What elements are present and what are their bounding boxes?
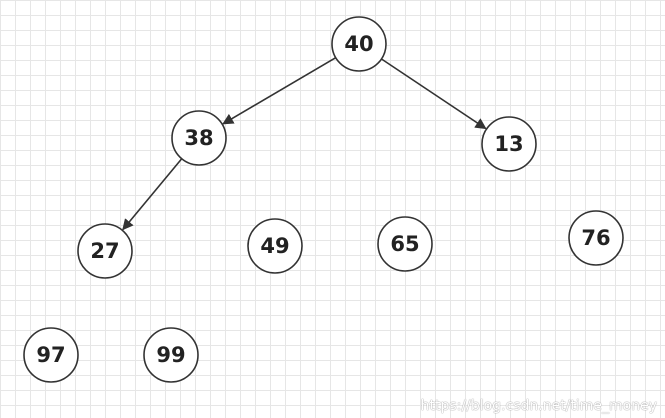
node-49: 49	[247, 218, 303, 274]
edges-layer	[122, 57, 487, 231]
watermark-text: https://blog.csdn.net/time_money	[420, 398, 657, 414]
node-99: 99	[143, 327, 199, 383]
node-99-label: 99	[156, 343, 185, 367]
node-13-label: 13	[494, 132, 523, 156]
node-13-circle	[481, 116, 537, 172]
node-65-label: 65	[390, 232, 419, 256]
node-38: 38	[171, 110, 227, 166]
node-40-label: 40	[344, 32, 373, 56]
edge-38-27	[122, 158, 183, 231]
node-27: 27	[77, 223, 133, 279]
node-38-label: 38	[184, 126, 213, 150]
node-40: 40	[331, 16, 387, 72]
node-40-circle	[331, 16, 387, 72]
node-65: 65	[377, 216, 433, 272]
node-97: 97	[23, 327, 79, 383]
node-49-label: 49	[260, 234, 289, 258]
node-97-circle	[23, 327, 79, 383]
node-27-circle	[77, 223, 133, 279]
node-97-label: 97	[36, 343, 65, 367]
edge-40-13	[381, 58, 487, 130]
node-65-circle	[377, 216, 433, 272]
nodes-layer: 40 38 13 27 49 65 76 97	[23, 16, 624, 383]
node-76: 76	[568, 210, 624, 266]
node-38-circle	[171, 110, 227, 166]
node-76-circle	[568, 210, 624, 266]
node-13: 13	[481, 116, 537, 172]
edge-40-38	[222, 57, 337, 125]
node-76-label: 76	[581, 226, 610, 250]
node-99-circle	[143, 327, 199, 383]
node-27-label: 27	[90, 239, 119, 263]
node-49-circle	[247, 218, 303, 274]
